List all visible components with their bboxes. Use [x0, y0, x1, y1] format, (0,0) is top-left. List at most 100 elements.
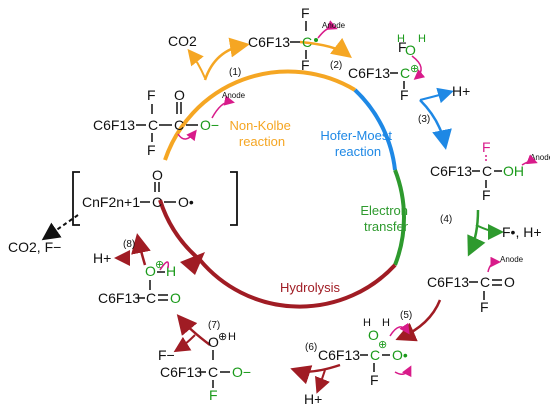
svg-text:C6F13: C6F13 — [248, 34, 290, 50]
arrow-step8 — [131, 233, 151, 266]
svg-text:C: C — [208, 364, 218, 380]
svg-text:O•: O• — [178, 194, 194, 210]
molecule-perfluoro-radical: C6F13 C F F Anode — [248, 5, 346, 73]
phase-label-hofer-moest: Hofer-Moest reaction — [320, 128, 395, 159]
arrow-step2 — [299, 37, 352, 59]
svg-text:O: O — [145, 263, 156, 279]
arrow-f-radical — [475, 223, 504, 240]
molecule-protonated-intermediate: O ⊕ H C6F13 C O− F — [160, 331, 251, 403]
step-number-7: (7) — [208, 320, 220, 331]
svg-text:⊕: ⊕ — [378, 339, 387, 351]
arrow-step4 — [467, 209, 486, 257]
arrow-step1 — [203, 37, 250, 81]
svg-text:⊕: ⊕ — [155, 259, 164, 271]
svg-text:F: F — [480, 299, 489, 315]
svg-text:Anode: Anode — [322, 21, 346, 30]
step-number-6: (6) — [305, 342, 317, 353]
svg-text:O: O — [208, 334, 219, 350]
svg-text:Anode: Anode — [222, 91, 246, 100]
svg-text:H: H — [397, 33, 405, 45]
step-number-4: (4) — [440, 214, 452, 225]
svg-text:O−: O− — [232, 364, 251, 380]
phase-label-electron-transfer: Electron transfer — [360, 203, 411, 234]
svg-text:Anode: Anode — [530, 153, 550, 162]
svg-text:C6F13: C6F13 — [93, 117, 135, 133]
step-number-5: (5) — [400, 310, 412, 321]
step-number-1: (1) — [229, 67, 241, 78]
svg-text:C: C — [370, 347, 380, 363]
svg-text:O•: O• — [392, 347, 408, 363]
svg-text:C6F13: C6F13 — [98, 290, 140, 306]
svg-text:⊕: ⊕ — [218, 331, 227, 343]
svg-text:F: F — [301, 57, 310, 73]
molecule-perfluorocarboxylate: C6F13 C F F C O O− Anode — [93, 87, 246, 158]
svg-text:F: F — [209, 387, 218, 403]
svg-text:H: H — [382, 317, 390, 329]
non-kolbe-line2: reaction — [239, 134, 285, 149]
phase-label-non-kolbe: Non-Kolbe reaction — [229, 118, 294, 149]
arrow-step3 — [419, 99, 452, 150]
svg-text:F: F — [398, 39, 407, 55]
svg-text:O: O — [368, 327, 379, 343]
arrow-step6 — [290, 363, 341, 385]
co2-product: CO2 — [168, 33, 197, 49]
molecule-alcohol: C6F13 C F F OH Anode — [430, 139, 550, 203]
cycle-ring — [158, 69, 406, 309]
svg-text:C: C — [152, 194, 162, 210]
arrow-step5 — [395, 299, 442, 342]
svg-text:C: C — [302, 34, 312, 50]
svg-text:Anode: Anode — [500, 255, 524, 264]
svg-text:CnF2n+1: CnF2n+1 — [82, 194, 140, 210]
molecule-bracket-radical: CnF2n+1 C O O• — [72, 167, 238, 226]
svg-text:OH: OH — [503, 163, 524, 179]
arrow-f-minus-7 — [173, 334, 196, 353]
svg-text:⊕: ⊕ — [410, 63, 419, 75]
non-kolbe-line1: Non-Kolbe — [229, 118, 290, 133]
svg-text:H: H — [418, 33, 426, 45]
svg-text:O: O — [405, 42, 416, 58]
ring-blue-arc — [353, 88, 397, 171]
svg-text:F: F — [400, 87, 409, 103]
svg-text:F: F — [301, 5, 310, 21]
svg-text:C: C — [146, 290, 156, 306]
svg-text:C6F13: C6F13 — [318, 347, 360, 363]
svg-text:C6F13: C6F13 — [430, 163, 472, 179]
molecule-water-adduct: H H O C6F13 C ⊕ O• F — [318, 317, 412, 388]
svg-text:F: F — [147, 142, 156, 158]
ring-arrowhead — [180, 252, 205, 275]
svg-text:C: C — [148, 117, 158, 133]
svg-text:F: F — [370, 372, 379, 388]
f-radical-h-plus: F•, H+ — [502, 224, 542, 240]
molecule-protonated-acid: O ⊕ H C6F13 C O — [98, 259, 181, 306]
arrow-h-plus-6 — [315, 369, 330, 394]
phase-label-hydrolysis: Hydrolysis — [280, 280, 340, 295]
co2-f-minus-product: CO2, F− — [8, 239, 61, 255]
step-number-3: (3) — [418, 114, 430, 125]
svg-text:F: F — [147, 87, 156, 103]
svg-text:H: H — [228, 331, 236, 343]
ring-darkred-arc — [198, 258, 397, 309]
svg-text:C: C — [174, 117, 184, 133]
svg-text:F: F — [482, 187, 491, 203]
f-minus-step7: F− — [158, 347, 175, 363]
svg-text:C: C — [400, 65, 410, 81]
svg-text:O: O — [152, 167, 163, 183]
step-number-8: (8) — [123, 239, 135, 250]
svg-text:C: C — [480, 274, 490, 290]
svg-text:C6F13: C6F13 — [427, 274, 469, 290]
ring-orange-arc — [163, 69, 357, 161]
molecule-carbocation-water: H H O C6F13 C ⊕ F F — [348, 33, 426, 103]
svg-text:H: H — [363, 317, 371, 329]
step-number-2: (2) — [330, 60, 342, 71]
molecule-acyl-fluoride: C6F13 C O F Anode — [427, 255, 524, 315]
h-plus-step3: H+ — [452, 83, 470, 99]
h-plus-step8: H+ — [93, 250, 111, 266]
arrow-co2 — [187, 48, 206, 79]
ring-green-arc — [393, 169, 406, 266]
svg-text:O−: O− — [200, 117, 219, 133]
svg-text:O: O — [174, 87, 185, 103]
h-plus-step6: H+ — [304, 391, 322, 407]
svg-text:C6F13: C6F13 — [160, 364, 202, 380]
